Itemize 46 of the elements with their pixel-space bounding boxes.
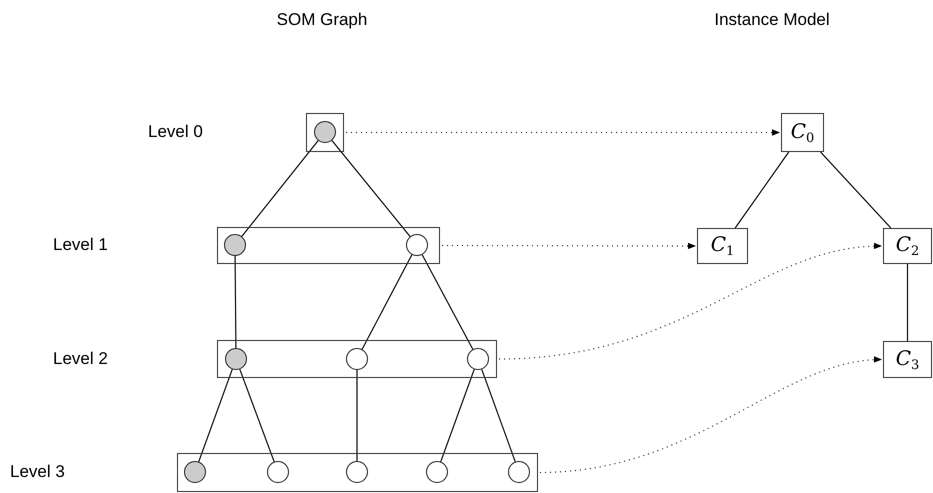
instance-box bbox=[883, 341, 932, 378]
component-label: C$_{1}$ bbox=[710, 234, 734, 258]
level-label: Level 2 bbox=[53, 349, 108, 369]
instance-box bbox=[781, 113, 824, 152]
connector-line bbox=[241, 140, 319, 237]
connector-line bbox=[239, 369, 275, 462]
connector-line bbox=[820, 152, 892, 228]
connector-line bbox=[734, 152, 790, 228]
component-label: C$_{2}$ bbox=[896, 234, 920, 258]
connector-line bbox=[332, 140, 410, 237]
graph-node-circle bbox=[184, 460, 206, 483]
level-label: Level 1 bbox=[53, 235, 108, 255]
dotted-arrow bbox=[498, 243, 882, 360]
dotted-arrow bbox=[540, 356, 882, 473]
connector-line bbox=[234, 256, 236, 348]
component-label: C$_{3}$ bbox=[896, 348, 920, 372]
connector-line bbox=[198, 369, 233, 462]
instance-box bbox=[883, 228, 932, 264]
component-label: C$_{0}$ bbox=[790, 120, 814, 144]
dotted-arrow bbox=[346, 129, 780, 136]
column-title: SOM Graph bbox=[276, 10, 368, 30]
graph-node-circle bbox=[314, 120, 336, 143]
graph-node-circle bbox=[346, 460, 368, 483]
level-label: Level 3 bbox=[10, 462, 65, 482]
connector-line bbox=[481, 369, 516, 462]
column-title: Instance Model bbox=[714, 10, 830, 30]
level-label: Level 0 bbox=[148, 122, 203, 142]
connector-line bbox=[422, 254, 474, 350]
graph-node-circle bbox=[426, 460, 448, 483]
graph-node-circle bbox=[266, 460, 289, 483]
connector-line bbox=[356, 370, 358, 461]
level-box bbox=[217, 340, 497, 378]
graph-node-circle bbox=[508, 460, 530, 483]
graph-node-circle bbox=[224, 234, 246, 256]
connector-line bbox=[362, 254, 412, 350]
instance-box bbox=[697, 228, 748, 264]
graph-node-circle bbox=[466, 348, 489, 370]
level-box bbox=[217, 227, 440, 264]
graph-node-circle bbox=[224, 348, 247, 370]
level-box bbox=[306, 113, 344, 152]
connector-line bbox=[440, 369, 475, 462]
level-box bbox=[177, 453, 538, 492]
connector-line bbox=[906, 264, 908, 341]
graph-node-circle bbox=[346, 348, 368, 370]
graph-node-circle bbox=[406, 234, 428, 256]
dotted-arrow bbox=[442, 242, 696, 250]
